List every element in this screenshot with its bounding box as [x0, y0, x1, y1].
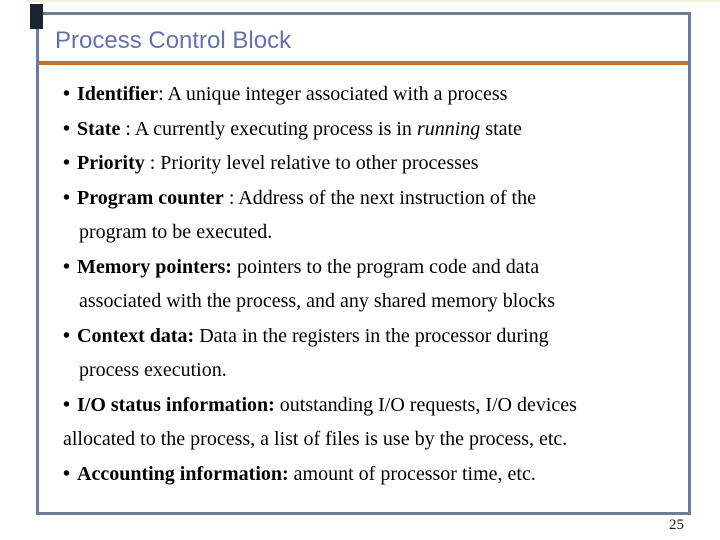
text-segment: Accounting information:: [77, 462, 289, 485]
bullet-line: • Accounting information: amount of proce…: [39, 457, 688, 492]
bullet-line: • State : A currently executing process i…: [39, 112, 688, 147]
slide-frame: Process Control Block • Identifier: A uni…: [36, 12, 691, 515]
continuation-line: program to be executed.: [39, 215, 688, 250]
page-number: 25: [669, 517, 684, 533]
title-underline: [39, 61, 688, 65]
bullet-marker: •: [63, 462, 71, 485]
text-segment: process execution.: [79, 359, 227, 381]
text-segment: running: [416, 117, 481, 140]
text-segment: outstanding I/O requests, I/O devices: [274, 393, 577, 416]
text-segment: State: [77, 117, 121, 140]
text-segment: associated with the process, and any sha…: [79, 290, 555, 312]
text-segment: : Address of the next instruction of the: [223, 186, 536, 209]
corner-mark: [30, 4, 43, 29]
continuation-line: associated with the process, and any sha…: [39, 284, 688, 319]
bullet-marker: •: [63, 255, 71, 278]
text-segment: : A unique integer associated with a pro…: [158, 83, 508, 105]
text-segment: amount of processor time, etc.: [288, 462, 536, 485]
bullet-marker: •: [63, 83, 71, 105]
text-segment: state: [480, 117, 522, 140]
bullet-line: • Context data: Data in the registers in …: [39, 319, 688, 354]
bullet-line: • Identifier: A unique integer associated…: [39, 77, 688, 112]
continuation-line: allocated to the process, a list of file…: [39, 422, 688, 457]
text-segment: I/O status information:: [77, 393, 275, 416]
continuation-line: process execution.: [39, 353, 688, 388]
text-segment: Identifier: [77, 83, 159, 105]
text-segment: Context data:: [77, 324, 195, 347]
text-segment: pointers to the program code and data: [231, 255, 540, 278]
text-segment: : A currently executing process is in: [120, 117, 417, 140]
slide-body: • Identifier: A unique integer associated…: [39, 77, 688, 491]
bullet-marker: •: [63, 186, 71, 209]
text-segment: Memory pointers:: [77, 255, 232, 278]
bullet-line: • I/O status information: outstanding I/O…: [39, 388, 688, 423]
bullet-marker: •: [63, 393, 71, 416]
top-edge-strip: [25, 0, 720, 2]
bullet-marker: •: [63, 117, 71, 140]
bullet-marker: •: [63, 324, 71, 347]
bullet-line: • Program counter : Address of the next i…: [39, 181, 688, 216]
text-segment: allocated to the process, a list of file…: [63, 428, 568, 450]
slide-title: Process Control Block: [55, 27, 292, 54]
text-segment: Priority: [77, 152, 145, 174]
bullet-line: • Memory pointers: pointers to the progra…: [39, 250, 688, 285]
text-segment: : Priority level relative to other proce…: [144, 152, 479, 174]
text-segment: Program counter: [77, 186, 224, 209]
bullet-line: • Priority : Priority level relative to o…: [39, 146, 688, 181]
text-segment: program to be executed.: [79, 221, 273, 243]
bullet-marker: •: [63, 152, 71, 174]
text-segment: Data in the registers in the processor d…: [194, 324, 549, 347]
